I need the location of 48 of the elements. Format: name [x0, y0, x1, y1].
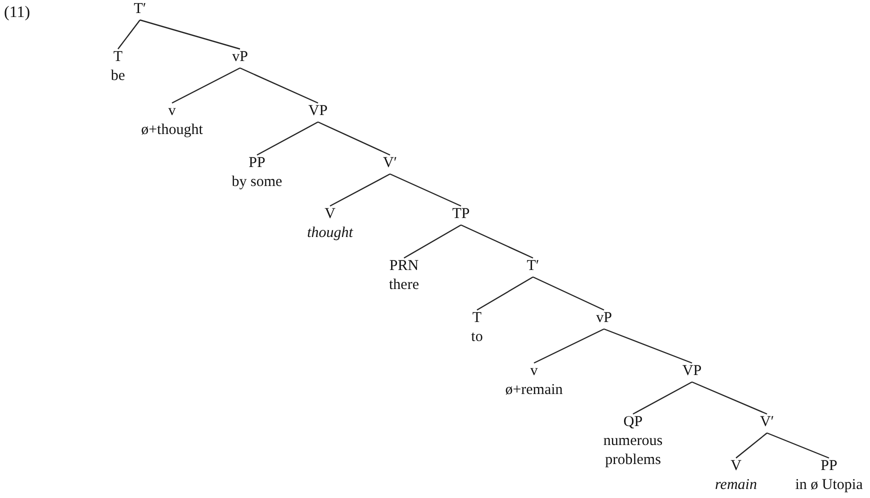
category-label: V′ — [760, 413, 774, 432]
category-label: PP — [820, 457, 838, 476]
category-label: vP — [232, 48, 248, 67]
category-label: TP — [452, 205, 470, 224]
category-label: QP — [623, 413, 643, 432]
example-number: (11) — [4, 4, 30, 22]
tree-branch — [766, 432, 830, 459]
category-label: V — [730, 457, 742, 476]
tree-branch — [318, 121, 390, 156]
category-label: v — [530, 362, 538, 381]
tree-branch — [404, 224, 462, 259]
tree-branch — [240, 67, 318, 104]
category-label: VP — [682, 362, 702, 381]
tree-branch — [736, 432, 768, 458]
tree-branch — [118, 20, 140, 50]
word-label: by some — [232, 173, 282, 192]
tree-branch — [330, 173, 390, 207]
category-label: V′ — [382, 154, 398, 173]
word-label: be — [110, 67, 126, 86]
category-label: vP — [596, 309, 612, 328]
category-label: PRN — [389, 257, 419, 276]
word-label: numerous problems — [602, 432, 664, 470]
tree-branch — [390, 173, 462, 207]
tree-branch — [532, 276, 604, 311]
word-label: to — [471, 328, 483, 347]
category-label: T — [472, 309, 482, 328]
tree-branch — [534, 328, 604, 364]
category-label: v — [168, 102, 176, 121]
tree-branch — [460, 224, 534, 259]
tree-branch — [140, 19, 240, 50]
tree-branch — [632, 381, 692, 415]
category-label: V — [324, 205, 336, 224]
word-label: in ø Utopia — [795, 476, 863, 495]
word-label: remain — [715, 476, 757, 495]
word-label: there — [389, 276, 419, 295]
word-label: ø+thought — [141, 121, 203, 140]
word-label: thought — [307, 224, 353, 243]
tree-branch — [256, 121, 318, 156]
tree-branch — [476, 276, 534, 311]
tree-branch — [692, 381, 768, 415]
category-label: PP — [248, 154, 266, 173]
category-label: T′ — [134, 0, 146, 19]
category-label: T′ — [526, 257, 540, 276]
tree-branch — [604, 328, 692, 364]
word-label: ø+remain — [505, 381, 563, 400]
tree-branch — [172, 67, 240, 104]
category-label: VP — [308, 102, 328, 121]
category-label: T — [113, 48, 123, 67]
